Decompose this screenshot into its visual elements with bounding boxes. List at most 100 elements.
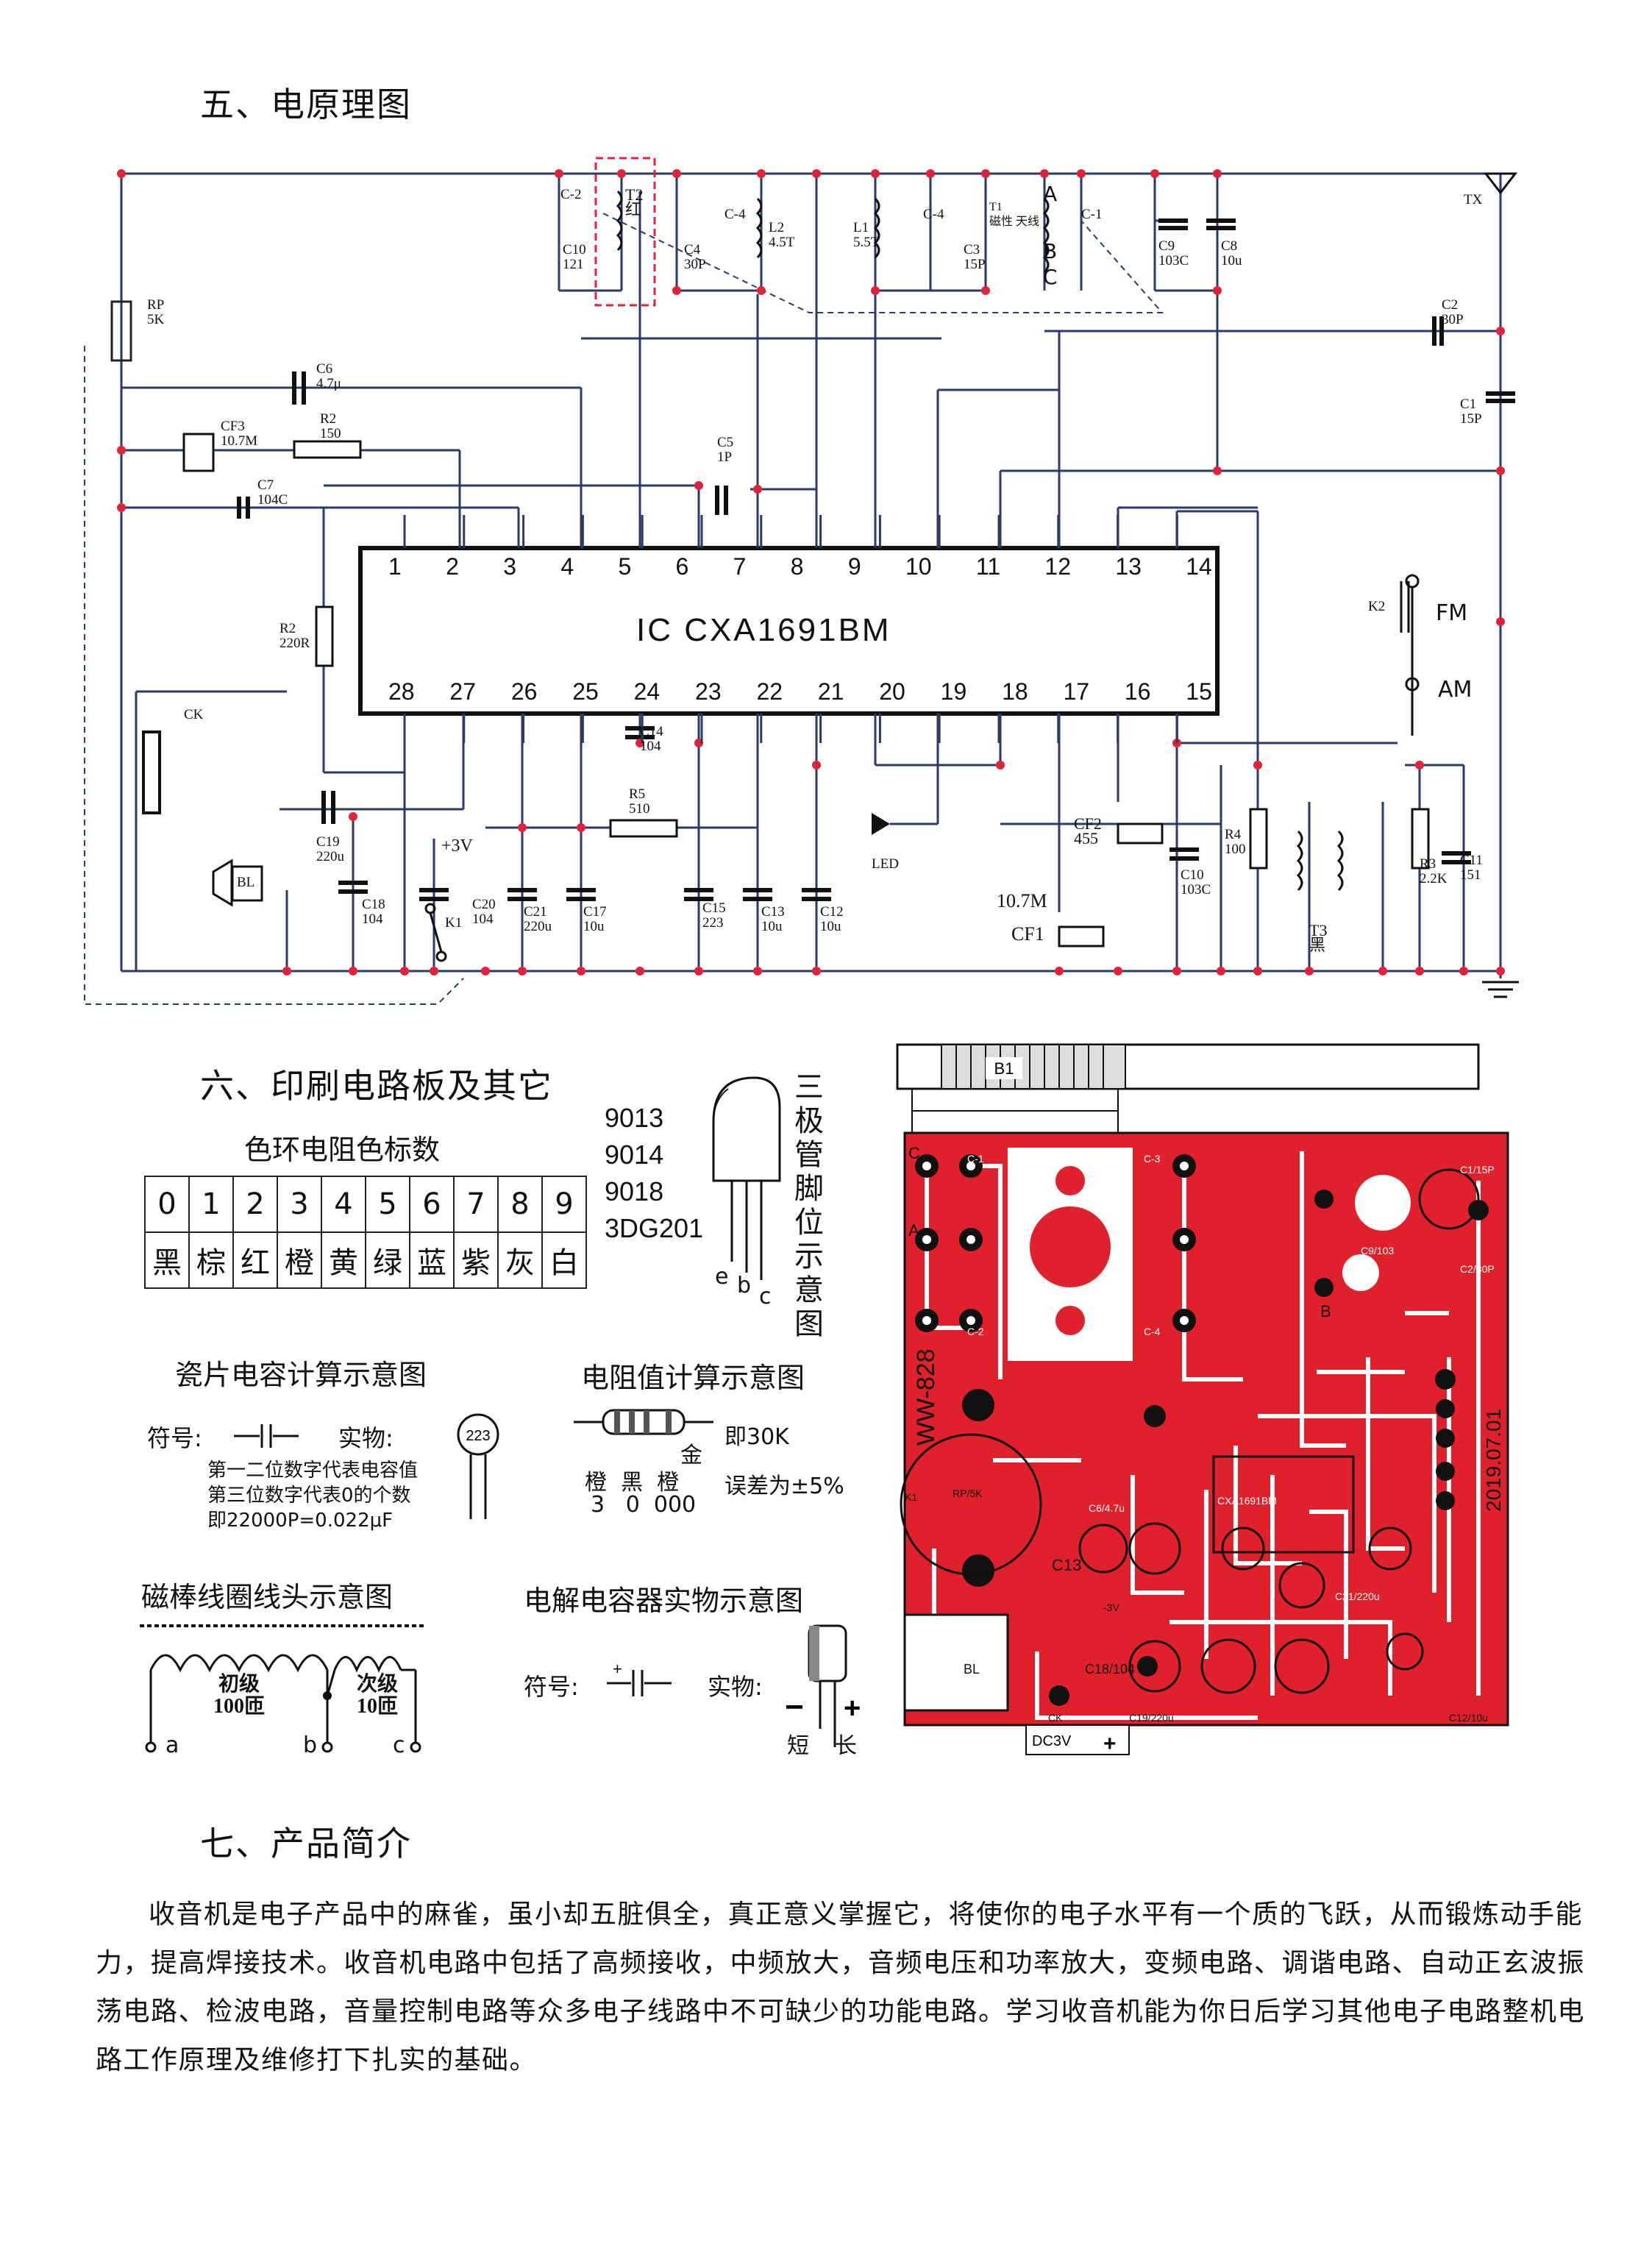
digit-cell: 0	[144, 1176, 190, 1233]
label-r3: R3 2.2K	[1420, 856, 1448, 886]
label-r2-150: R2 150	[320, 411, 341, 441]
digit-cell: 4	[321, 1176, 366, 1233]
pcb-label-c6: C6/4.7u	[1089, 1502, 1125, 1514]
digit-cell: 5	[365, 1176, 410, 1233]
pin-e: e	[715, 1264, 729, 1290]
pin-16: 16	[1124, 678, 1151, 705]
label-r2-220: R2 220R	[280, 621, 310, 651]
pin-11: 11	[975, 553, 1001, 580]
pcb-section-title: 六、印刷电路板及其它	[200, 1066, 553, 1106]
pcb-drawing: B1	[896, 1043, 1509, 1756]
pin-26: 26	[510, 678, 538, 705]
label-rp: RP 5K	[147, 297, 165, 327]
pcb-label-c12: C21/220u	[1335, 1590, 1380, 1602]
label-c8: C8 10u	[1221, 238, 1242, 269]
ic-label: IC CXA1691BM	[636, 612, 891, 648]
resistor-drawing	[574, 1409, 713, 1435]
digits-row: 0 1 2 3 4 5 6 7 8 9	[144, 1176, 587, 1233]
ceramic-cap-title: 瓷片电容计算示意图	[175, 1359, 427, 1391]
electrolytic-short: 短	[787, 1733, 809, 1759]
pin-18: 18	[1002, 678, 1028, 705]
ic-bottom-pins: 28 27 26 25 24 23 22 21 20 19 18 17 16 1…	[388, 678, 1212, 705]
color-cell: 橙	[277, 1231, 322, 1289]
label-3v: +3V	[441, 836, 473, 856]
intro-paragraph: 收音机是电子产品中的麻雀，虽小却五脏俱全，真正意义掌握它，将使你的电子水平有一个…	[96, 1899, 1586, 2075]
coil-secondary: 次级 10匝	[357, 1673, 399, 1718]
ceramic-cap-symbol	[234, 1424, 299, 1448]
resistor-calc-title: 电阻值计算示意图	[581, 1362, 805, 1394]
pin-7: 7	[733, 553, 747, 580]
label-c1: C1 15P	[1460, 397, 1482, 427]
label-c12: C12 10u	[820, 904, 844, 934]
pcb-label-bl: C18/104	[1085, 1662, 1135, 1677]
coil-primary: 初级 100匝	[213, 1673, 266, 1718]
pin-27: 27	[449, 678, 476, 705]
pin-15: 15	[1186, 678, 1212, 705]
label-c10-top: C10 121	[563, 242, 586, 272]
ceramic-real-label: 实物:	[338, 1424, 394, 1452]
label-l2: L2 4.5T	[769, 220, 795, 250]
svg-text:+: +	[613, 1661, 622, 1678]
svg-text:−: −	[785, 1689, 804, 1725]
pcb-label-minus3v: C13	[1052, 1556, 1081, 1574]
pcb-label-c2: C-2	[967, 1326, 984, 1337]
pin-22: 22	[756, 678, 783, 705]
coil-tap-a: a	[165, 1732, 179, 1758]
pcb-label-c1: C-1	[967, 1153, 984, 1165]
resistor-tolerance: 误差为±5%	[724, 1474, 844, 1499]
label-l1: L1 5.5T	[853, 220, 880, 250]
pin-3: 3	[503, 553, 517, 580]
pin-b: b	[737, 1273, 752, 1298]
label-c5: C5 1P	[717, 435, 734, 465]
label-k2: K2	[1368, 599, 1386, 614]
label-c2-top: C-2	[560, 187, 582, 202]
pin-8: 8	[790, 553, 804, 580]
model-9014: 9014	[605, 1140, 664, 1170]
pin-5: 5	[618, 553, 632, 580]
pcb-b1: B1	[994, 1059, 1014, 1078]
ceramic-code: 223	[466, 1428, 490, 1444]
pin-12: 12	[1044, 553, 1072, 580]
pin-c: c	[759, 1284, 772, 1309]
ceramic-note-3: 即22000P=0.022μF	[207, 1510, 394, 1532]
label-c14: C14 104	[640, 724, 663, 754]
pcb-label-c11: C12/10u	[1449, 1712, 1488, 1724]
label-cf1-value: 10.7M	[997, 890, 1047, 911]
label-c2: C2 30P	[1442, 297, 1464, 327]
colors-row: 黑 棕 红 橙 黄 绿 蓝 紫 灰 白	[144, 1231, 587, 1289]
ceramic-cap-real: 223	[457, 1413, 499, 1519]
coil-drawing	[140, 1624, 427, 1753]
label-c17: C17 10u	[583, 904, 607, 934]
label-t3: T3 黑	[1309, 921, 1328, 954]
pin-14: 14	[1186, 553, 1212, 580]
pcb-label-a: A	[908, 1221, 919, 1240]
svg-text:+: +	[1103, 1732, 1117, 1756]
pcb-label-c17: C19/220u	[1129, 1712, 1174, 1724]
label-t1: T1 磁性 天线	[989, 201, 1040, 228]
electrolytic-symbol: +	[607, 1661, 672, 1696]
pcb-ic-label: CXA1691BM	[1217, 1495, 1277, 1507]
digit-cell: 6	[409, 1176, 455, 1233]
electrolytic-long: 长	[835, 1733, 857, 1759]
pcb-label-ck: BL	[964, 1662, 980, 1677]
pin-2: 2	[446, 553, 459, 580]
pin-23: 23	[695, 678, 722, 705]
pin-4: 4	[560, 553, 574, 580]
pin-20: 20	[879, 678, 905, 705]
pin-10: 10	[905, 553, 932, 580]
pin-13: 13	[1115, 553, 1142, 580]
pin-19: 19	[940, 678, 967, 705]
schematic-diagram	[84, 157, 1519, 1005]
label-c21: C21 220u	[524, 904, 552, 934]
ceramic-symbol-label: 符号:	[147, 1424, 202, 1452]
color-code-title: 色环电阻色标数	[244, 1134, 441, 1166]
label-c20: C20 104	[472, 897, 496, 927]
svg-text:+: +	[844, 1692, 861, 1724]
color-cell: 灰	[497, 1231, 543, 1289]
label-led: LED	[872, 856, 899, 872]
label-c10: C10 103C	[1181, 867, 1211, 897]
schematic-section-title: 五、电原理图	[200, 85, 412, 124]
pcb-power: DC3V	[1032, 1733, 1072, 1749]
color-code-table: 0 1 2 3 4 5 6 7 8 9 黑 棕 红 橙 黄 绿 蓝 紫 灰 白	[144, 1176, 587, 1289]
